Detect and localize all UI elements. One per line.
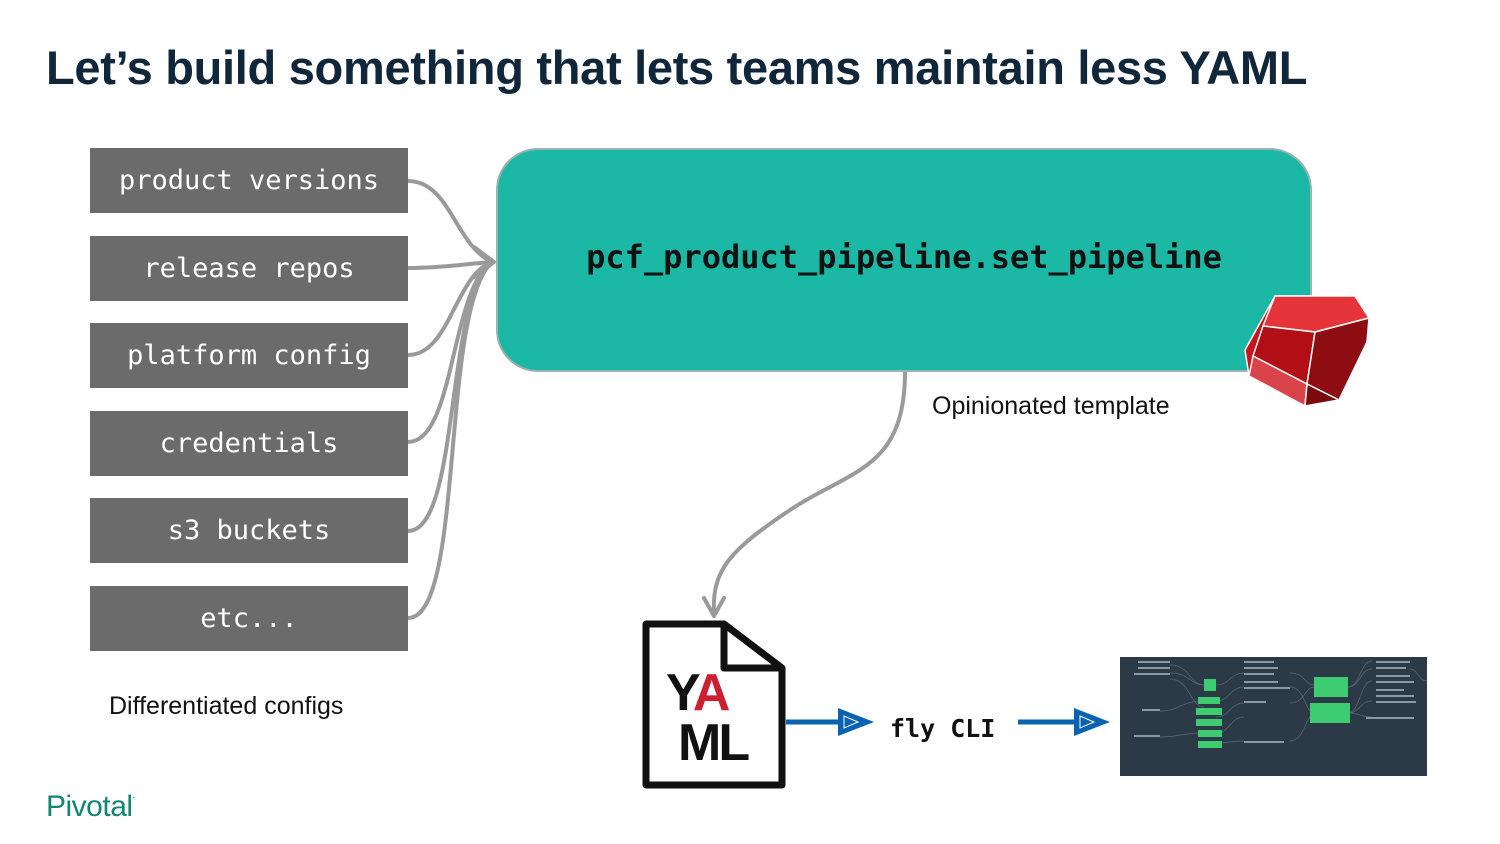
- pivotal-logo: Pivotal.: [46, 790, 135, 824]
- config-label: product versions: [118, 165, 380, 196]
- template-code: pcf_product_pipeline.set_pipeline: [586, 238, 1222, 276]
- config-label: platform config: [127, 340, 371, 371]
- connector-release-repos: [406, 260, 494, 270]
- pipeline-screenshot: [1120, 657, 1428, 776]
- arrowhead-into-template: [472, 245, 496, 279]
- connector-etc: [406, 260, 494, 620]
- config-label: s3 buckets: [167, 515, 331, 546]
- configs-caption: Differentiated configs: [109, 692, 344, 720]
- connector-platform-config: [406, 260, 494, 357]
- yaml-text-ml: ML: [678, 714, 749, 772]
- config-platform-config: platform config: [90, 323, 408, 388]
- template-box: pcf_product_pipeline.set_pipeline: [496, 148, 1312, 372]
- config-release-repos: release repos: [90, 236, 408, 301]
- config-label: etc...: [200, 603, 298, 634]
- pivotal-wordmark: Pivotal: [46, 790, 133, 823]
- fly-cli-label: fly CLI: [890, 714, 996, 743]
- arrow-yaml-to-fly: [786, 708, 874, 736]
- pipeline-graph: [1134, 660, 1428, 748]
- pivotal-mark: .: [132, 790, 136, 801]
- config-etc: etc...: [90, 586, 408, 651]
- connector-template-to-yaml: [711, 370, 907, 614]
- config-label: credentials: [159, 428, 339, 459]
- svg-text:YA: YA: [666, 664, 730, 722]
- arrow-fly-to-pipeline: [1018, 708, 1110, 736]
- config-s3-buckets: s3 buckets: [90, 498, 408, 563]
- config-credentials: credentials: [90, 411, 408, 476]
- template-caption: Opinionated template: [932, 392, 1170, 420]
- slide-title: Let’s build something that lets teams ma…: [46, 41, 1308, 94]
- arrowhead-into-yaml: [702, 596, 726, 618]
- config-label: release repos: [143, 253, 355, 284]
- yaml-text-a: A: [693, 664, 730, 722]
- config-product-versions: product versions: [90, 148, 408, 213]
